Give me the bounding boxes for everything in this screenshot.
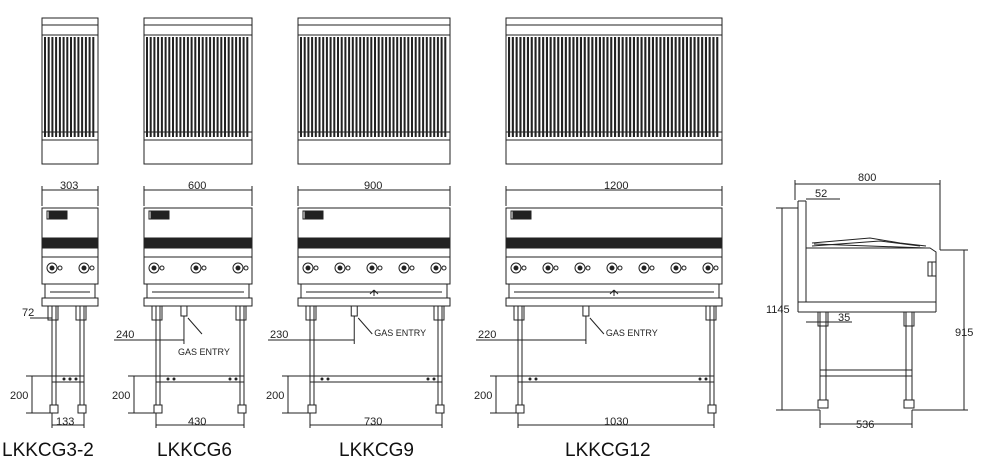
dim-work-height-label: 915 xyxy=(955,327,973,339)
dim-splash-label: 52 xyxy=(815,188,827,200)
dim-foot-span-label-lkkcg12: 1030 xyxy=(604,416,628,428)
front-view-lkkcg9: 900 200 730 230 GAS ENTRY xyxy=(266,180,451,428)
plan-view-lkkcg9 xyxy=(297,17,451,165)
gas-entry-label-lkkcg12: GAS ENTRY xyxy=(606,328,658,338)
dim-leg-height-label-lkkcg9: 200 xyxy=(266,390,284,402)
front-view-lkkcg3-2: 303 200 133 72 xyxy=(10,180,99,428)
dim-foot-span-label-lkkcg9: 730 xyxy=(364,416,382,428)
dim-foot-span-label-lkkcg3-2: 133 xyxy=(56,416,74,428)
side-elevation-view xyxy=(776,180,968,428)
model-name-lkkcg9: LKKCG9 xyxy=(339,440,414,461)
dim-overall-height-label: 1145 xyxy=(766,304,790,316)
dim-leg-inset-label-lkkcg3-2: 72 xyxy=(22,307,34,319)
top-plan-views xyxy=(41,17,723,165)
side-view-dimension-labels: 800 52 1145 915 35 536 xyxy=(766,172,973,431)
model-name-lkkcg12: LKKCG12 xyxy=(565,440,651,461)
dim-gas-offset-label-lkkcg12: 220 xyxy=(478,329,496,341)
dim-depth-label: 800 xyxy=(858,172,876,184)
dim-gas-offset-label-lkkcg9: 230 xyxy=(270,329,288,341)
plan-view-lkkcg6 xyxy=(143,17,253,165)
front-view-lkkcg12: 1200 200 1030 220 GAS ENTRY xyxy=(474,180,723,428)
model-name-lkkcg3-2: LKKCG3-2 xyxy=(2,440,94,461)
gas-entry-label-lkkcg6: GAS ENTRY xyxy=(178,347,230,357)
gas-entry-label-lkkcg9: GAS ENTRY xyxy=(374,328,426,338)
dim-offset-label: 35 xyxy=(838,312,850,324)
dim-foot-span-label-lkkcg6: 430 xyxy=(188,416,206,428)
dim-width-label-lkkcg3-2: 303 xyxy=(60,180,78,192)
dim-width-label-lkkcg6: 600 xyxy=(188,180,206,192)
dim-foot-depth-label: 536 xyxy=(856,419,874,431)
plan-view-lkkcg3-2 xyxy=(41,17,99,165)
plan-view-lkkcg12 xyxy=(505,17,723,165)
dim-width-label-lkkcg12: 1200 xyxy=(604,180,628,192)
dim-leg-height-label-lkkcg12: 200 xyxy=(474,390,492,402)
dim-width-label-lkkcg9: 900 xyxy=(364,180,382,192)
dim-leg-height-label-lkkcg3-2: 200 xyxy=(10,390,28,402)
dim-leg-height-label-lkkcg6: 200 xyxy=(112,390,130,402)
dim-gas-offset-label-lkkcg6: 240 xyxy=(116,329,134,341)
model-name-lkkcg6: LKKCG6 xyxy=(157,440,232,461)
